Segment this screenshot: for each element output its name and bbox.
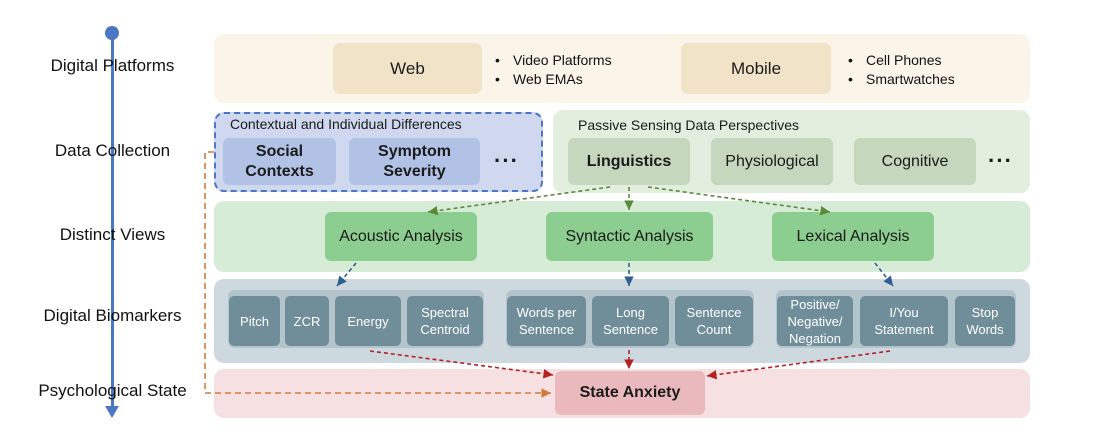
arrow-linguistics-to-lexical: [647, 186, 831, 216]
axis-label-data-collection: Data Collection: [54, 141, 171, 160]
biomarker-long-sentence: Long Sentence: [592, 296, 669, 346]
arrow-acoustic-biomarkers-to-state: [369, 350, 554, 379]
arrow-lexical-biomarkers-to-state: [706, 350, 891, 380]
cognitive-box: Cognitive: [854, 138, 976, 185]
web-platform-item: •Web EMAs: [495, 71, 583, 87]
biomarker-positive-negative-negation: Positive/ Negative/ Negation: [777, 296, 853, 346]
acoustic-analysis-box: Acoustic Analysis: [325, 212, 477, 261]
contextual-differences-title: Contextual and Individual Differences: [230, 116, 462, 132]
arrow-lexical-to-biomarkers: [874, 262, 894, 287]
mobile-platform-box: Mobile: [681, 43, 831, 94]
mobile-platform-list: •Cell Phones •Smartwatches: [848, 51, 955, 89]
biomarker-words-per-sentence: Words per Sentence: [507, 296, 586, 346]
mobile-platform-item: •Cell Phones: [848, 52, 942, 68]
biomarker-pitch: Pitch: [229, 296, 280, 346]
arrow-contextual-to-state: [204, 151, 551, 398]
arrow-linguistics-to-acoustic: [427, 186, 611, 216]
syntactic-analysis-box: Syntactic Analysis: [546, 212, 713, 261]
biomarker-stop-words: Stop Words: [955, 296, 1015, 346]
axis-label-distinct-views: Distinct Views: [59, 225, 166, 244]
axis-label-digital-biomarkers: Digital Biomarkers: [43, 306, 182, 325]
axis-start-dot: [105, 26, 119, 40]
web-platform-item: •Video Platforms: [495, 52, 612, 68]
physiological-box: Physiological: [711, 138, 833, 185]
biomarker-energy: Energy: [335, 296, 401, 346]
social-contexts-box: Social Contexts: [223, 138, 336, 185]
axis-label-psychological-state: Psychological State: [38, 381, 187, 400]
web-platform-box: Web: [333, 43, 482, 94]
web-platform-list: •Video Platforms •Web EMAs: [495, 51, 612, 89]
passive-sensing-title: Passive Sensing Data Perspectives: [578, 117, 799, 133]
passive-more-ellipsis: ···: [988, 148, 1013, 173]
axis-arrow-head: [105, 406, 119, 418]
biomarker-zcr: ZCR: [285, 296, 329, 346]
arrow-acoustic-to-biomarkers: [336, 262, 357, 287]
mobile-platform-item: •Smartwatches: [848, 71, 955, 87]
lexical-analysis-box: Lexical Analysis: [772, 212, 934, 261]
linguistics-box: Linguistics: [568, 138, 690, 185]
axis-line: [111, 36, 114, 408]
contextual-more-ellipsis: ···: [494, 148, 519, 173]
state-anxiety-box: State Anxiety: [555, 371, 705, 415]
axis-label-digital-platforms: Digital Platforms: [50, 56, 175, 75]
biomarker-spectral-centroid: Spectral Centroid: [407, 296, 483, 346]
biomarker-i-you-statement: I/You Statement: [860, 296, 948, 346]
biomarker-sentence-count: Sentence Count: [675, 296, 753, 346]
symptom-severity-box: Symptom Severity: [349, 138, 480, 185]
